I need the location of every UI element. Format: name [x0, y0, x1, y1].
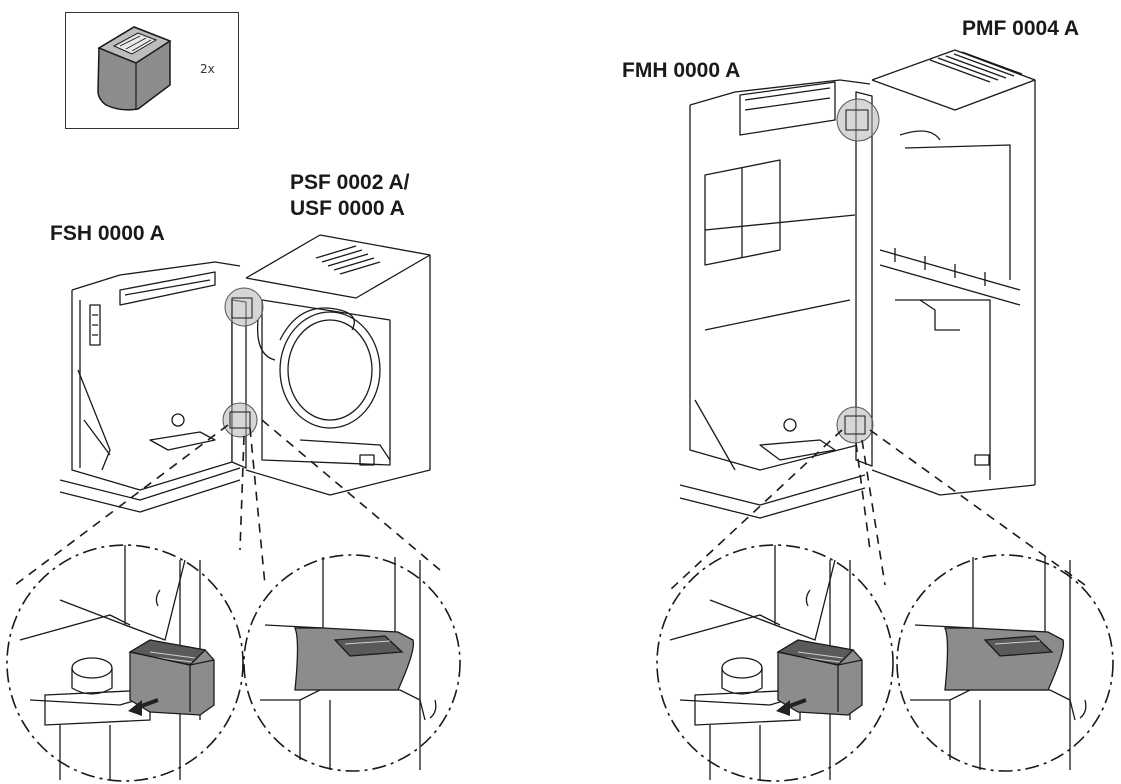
right-cabinet-assembly: [679, 49, 1036, 519]
detail-insert-left: [19, 545, 215, 780]
label-usf: USF 0000 A: [290, 197, 405, 220]
detail-installed-right: [910, 557, 1087, 770]
insert-arrow-head-left: [128, 700, 142, 716]
lower-clip-highlight-right: [836, 406, 874, 444]
quantity-label: 2x: [200, 62, 215, 76]
label-fsh: FSH 0000 A: [50, 222, 165, 245]
snap-clip-icon: [97, 26, 172, 111]
label-psf: PSF 0002 A/: [290, 171, 410, 194]
upper-clip-highlight-left: [224, 287, 264, 327]
lower-clip-highlight-left: [222, 402, 258, 438]
left-cabinet-assembly: [59, 234, 431, 513]
insert-arrow-head-right: [776, 700, 790, 716]
detail-insert-right: [669, 545, 863, 780]
label-pmf: PMF 0004 A: [962, 17, 1080, 40]
label-fmh: FMH 0000 A: [622, 59, 741, 82]
detail-installed-left: [260, 557, 437, 770]
parts-kit-box: [65, 12, 239, 129]
upper-clip-highlight-right: [836, 98, 880, 142]
